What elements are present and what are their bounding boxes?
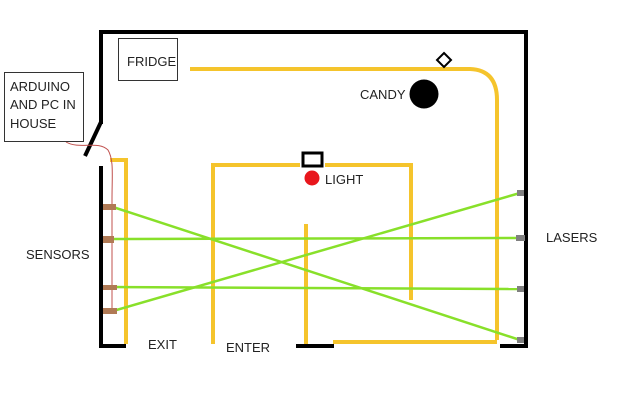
laser-emitter bbox=[516, 235, 525, 241]
arduino-label-line3: HOUSE bbox=[10, 116, 57, 131]
sensor bbox=[103, 236, 114, 243]
laser-emitter bbox=[517, 190, 524, 196]
outer-wall bbox=[99, 30, 528, 348]
diamond-marker-icon bbox=[435, 51, 453, 69]
enter-label: ENTER bbox=[226, 340, 270, 355]
wire bbox=[65, 141, 113, 312]
sensor bbox=[103, 204, 116, 210]
laser-beam bbox=[112, 191, 521, 313]
sensors bbox=[103, 204, 117, 314]
arduino-label-line2: AND PC IN bbox=[10, 97, 76, 112]
path-top-right bbox=[190, 67, 499, 340]
laser-beams bbox=[112, 191, 521, 342]
light-fixture-icon bbox=[301, 151, 324, 168]
sensors-label: SENSORS bbox=[26, 247, 90, 262]
arduino-box bbox=[4, 72, 84, 142]
laser-beam bbox=[112, 205, 521, 342]
exit-label: EXIT bbox=[148, 337, 177, 352]
fridge-label: FRIDGE bbox=[127, 54, 176, 69]
light-label: LIGHT bbox=[325, 172, 363, 187]
fridge-box bbox=[118, 38, 178, 81]
laser-beam bbox=[112, 285, 521, 291]
arduino-label-line1: ARDUINO bbox=[10, 79, 70, 94]
left-wall bbox=[99, 166, 126, 348]
laser-beam bbox=[112, 236, 521, 241]
laser-emitters bbox=[516, 190, 525, 343]
path-enter-right bbox=[325, 163, 413, 300]
candy-icon bbox=[409, 79, 439, 109]
path-exit bbox=[110, 158, 128, 344]
laser-emitter bbox=[517, 286, 524, 292]
light-dot-icon bbox=[304, 170, 320, 186]
laser-emitter bbox=[517, 337, 524, 343]
walls bbox=[83, 30, 528, 348]
path-enter-left bbox=[211, 163, 300, 344]
walking-path bbox=[110, 67, 499, 344]
sensor bbox=[103, 285, 117, 290]
candy-label: CANDY bbox=[360, 87, 406, 102]
sensor bbox=[103, 308, 117, 314]
lasers-label: LASERS bbox=[546, 230, 598, 245]
door bbox=[83, 121, 103, 157]
